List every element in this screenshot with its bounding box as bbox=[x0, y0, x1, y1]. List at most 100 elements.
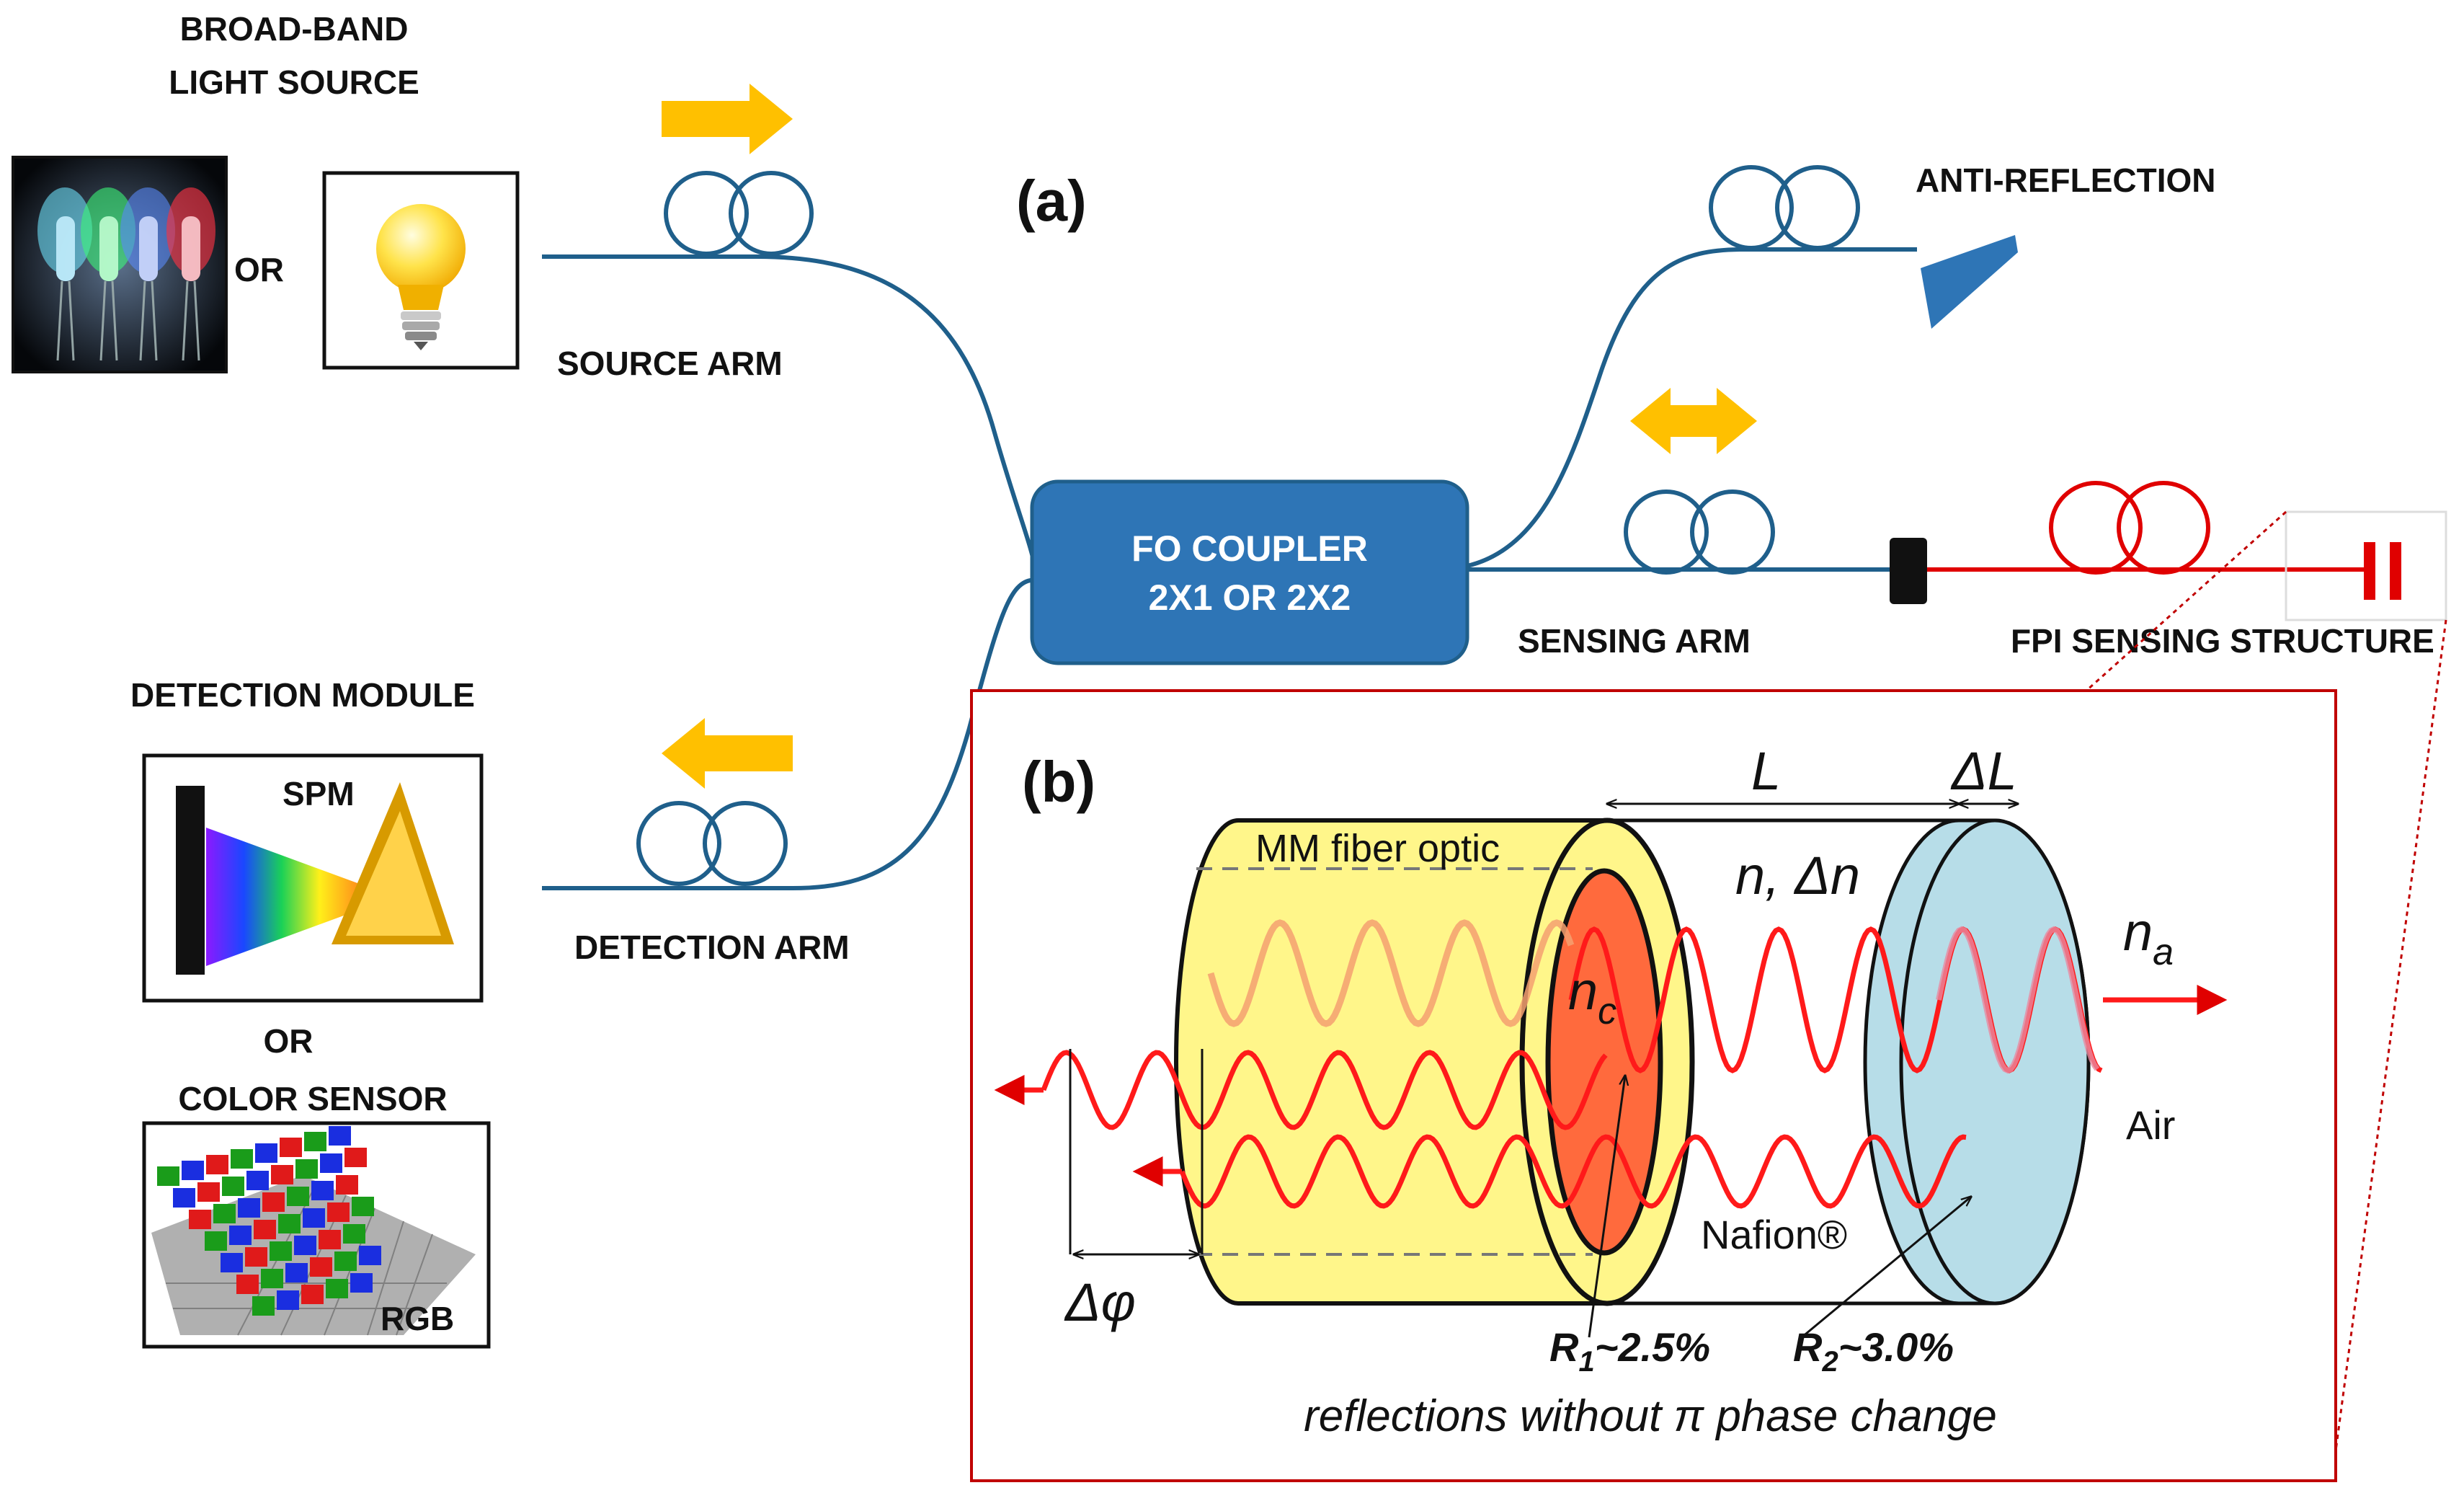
coupler-label-line1: FO COUPLER bbox=[1131, 528, 1368, 569]
panel-a-label: (a) bbox=[1016, 169, 1087, 233]
bayer-pixel bbox=[254, 1220, 276, 1239]
sensing-red-fiber-coil bbox=[2049, 481, 2210, 575]
fiber-connector bbox=[1890, 538, 1927, 604]
color-sensor-title: COLOR SENSOR bbox=[178, 1080, 447, 1117]
delta-length-symbol: ΔL bbox=[1950, 741, 2017, 801]
incident-wave-faded bbox=[1207, 919, 1575, 1027]
bayer-pixel bbox=[319, 1230, 341, 1249]
fo-coupler: FO COUPLER 2X1 OR 2X2 bbox=[1030, 479, 1469, 665]
bayer-pixel bbox=[295, 1159, 318, 1179]
bayer-pixel bbox=[222, 1177, 244, 1196]
bayer-pixel bbox=[197, 1182, 220, 1202]
coupler-label-line2: 2X1 OR 2X2 bbox=[1149, 577, 1351, 618]
bayer-pixel bbox=[359, 1246, 381, 1265]
source-arm-fiber bbox=[542, 254, 1038, 582]
bayer-pixel bbox=[252, 1296, 275, 1316]
bayer-pixel bbox=[255, 1143, 277, 1163]
air-index-label: na bbox=[2123, 902, 2174, 973]
r2-pointer bbox=[1801, 1197, 1971, 1339]
bayer-pixel bbox=[329, 1126, 351, 1146]
bayer-pixel bbox=[352, 1197, 374, 1216]
detection-direction-arrow bbox=[662, 718, 793, 789]
led-photo-icon bbox=[12, 156, 228, 373]
air-label: Air bbox=[2126, 1102, 2175, 1148]
detection-arm-label: DETECTION ARM bbox=[574, 929, 850, 966]
bayer-pixel bbox=[245, 1247, 267, 1267]
bayer-pixel bbox=[344, 1148, 367, 1167]
or-label-source: OR bbox=[234, 251, 284, 288]
bayer-pixel bbox=[277, 1290, 299, 1310]
reflections-note: reflections without π phase change bbox=[1304, 1391, 1997, 1441]
source-arm-label: SOURCE ARM bbox=[557, 345, 783, 382]
panel-b-label: (b) bbox=[1022, 750, 1095, 814]
bayer-pixel bbox=[310, 1257, 332, 1277]
bayer-pixel bbox=[182, 1161, 204, 1180]
r1-label: R1~2.5% bbox=[1549, 1324, 1710, 1378]
broadband-title-line1: BROAD-BAND bbox=[180, 10, 409, 48]
detection-arm-fiber-coil bbox=[636, 801, 788, 886]
source-arm-fiber-coil bbox=[664, 171, 814, 256]
bayer-pixel bbox=[262, 1192, 285, 1212]
bayer-pixel bbox=[287, 1187, 309, 1206]
bayer-pixel bbox=[189, 1210, 211, 1229]
anti-reflection-arm-fiber bbox=[1467, 247, 1917, 568]
bayer-pixel bbox=[173, 1188, 195, 1208]
mm-fiber-cylinder bbox=[1174, 818, 1695, 1306]
detection-arm-fiber bbox=[542, 578, 1031, 890]
bayer-pixel bbox=[221, 1253, 243, 1272]
sensing-arm-fiber-coil bbox=[1624, 489, 1775, 575]
reflected-wave-r2 bbox=[1179, 1134, 1967, 1209]
sensing-arm-label: SENSING ARM bbox=[1518, 622, 1751, 660]
bayer-pixel bbox=[350, 1273, 373, 1293]
bayer-pixel bbox=[271, 1165, 293, 1184]
anti-reflection-fiber-coil bbox=[1709, 165, 1860, 250]
bayer-pixel bbox=[236, 1275, 259, 1294]
bayer-pixel bbox=[303, 1208, 325, 1228]
nafion-layer bbox=[1863, 818, 2091, 1306]
bayer-pixel bbox=[261, 1269, 283, 1288]
mm-fiber-optic-label: MM fiber optic bbox=[1255, 827, 1500, 870]
bayer-pixel bbox=[280, 1138, 302, 1157]
bayer-pixel bbox=[334, 1251, 357, 1271]
fpi-sensing-structure-label: FPI SENSING STRUCTURE bbox=[2011, 622, 2434, 660]
bayer-pixel bbox=[320, 1153, 342, 1173]
nafion-wave-faded bbox=[1936, 926, 2100, 1074]
r1-pointer bbox=[1588, 1076, 1625, 1338]
cavity-index-label: n, Δn bbox=[1735, 846, 1860, 905]
bayer-pixel bbox=[213, 1204, 236, 1223]
bayer-pixel bbox=[327, 1202, 350, 1222]
bayer-pixel bbox=[304, 1132, 326, 1151]
bayer-pixel bbox=[278, 1214, 301, 1233]
source-direction-arrow bbox=[662, 84, 793, 154]
bayer-pixel bbox=[157, 1166, 179, 1186]
length-symbol: L bbox=[1751, 741, 1781, 801]
nafion-label: Nafion® bbox=[1701, 1212, 1847, 1257]
or-label-detection: OR bbox=[264, 1022, 313, 1060]
bayer-pixel bbox=[229, 1226, 252, 1245]
spm-label: SPM bbox=[283, 775, 355, 812]
reflected-wave-r1 bbox=[1041, 1050, 1608, 1130]
bayer-pixel bbox=[326, 1279, 348, 1298]
rgb-label: RGB bbox=[381, 1300, 454, 1337]
bayer-pixel bbox=[231, 1149, 253, 1169]
bayer-pixel bbox=[311, 1181, 334, 1200]
bidirectional-arrow bbox=[1630, 388, 1757, 454]
anti-reflection-label: ANTI-REFLECTION bbox=[1916, 161, 2216, 199]
bayer-pixel bbox=[301, 1285, 324, 1304]
spectrometer-prism-icon bbox=[142, 753, 484, 1003]
bayer-rgb-sensor-icon bbox=[142, 1121, 491, 1349]
bayer-pixel bbox=[270, 1241, 292, 1261]
zoom-line-left bbox=[2085, 510, 2287, 692]
fpi-end-cap-icon bbox=[2285, 510, 2447, 621]
anti-reflection-terminator-icon bbox=[1921, 235, 2018, 329]
zoom-line-right bbox=[2334, 619, 2447, 1457]
light-bulb-icon bbox=[322, 171, 520, 370]
bayer-pixel bbox=[285, 1263, 308, 1282]
bayer-pixel bbox=[246, 1171, 269, 1190]
bayer-pixel bbox=[205, 1231, 227, 1251]
bayer-pixel bbox=[238, 1198, 260, 1218]
bayer-pixel bbox=[336, 1175, 358, 1195]
detection-module-title: DETECTION MODULE bbox=[130, 676, 475, 714]
r2-label: R2~3.0% bbox=[1793, 1324, 1954, 1378]
